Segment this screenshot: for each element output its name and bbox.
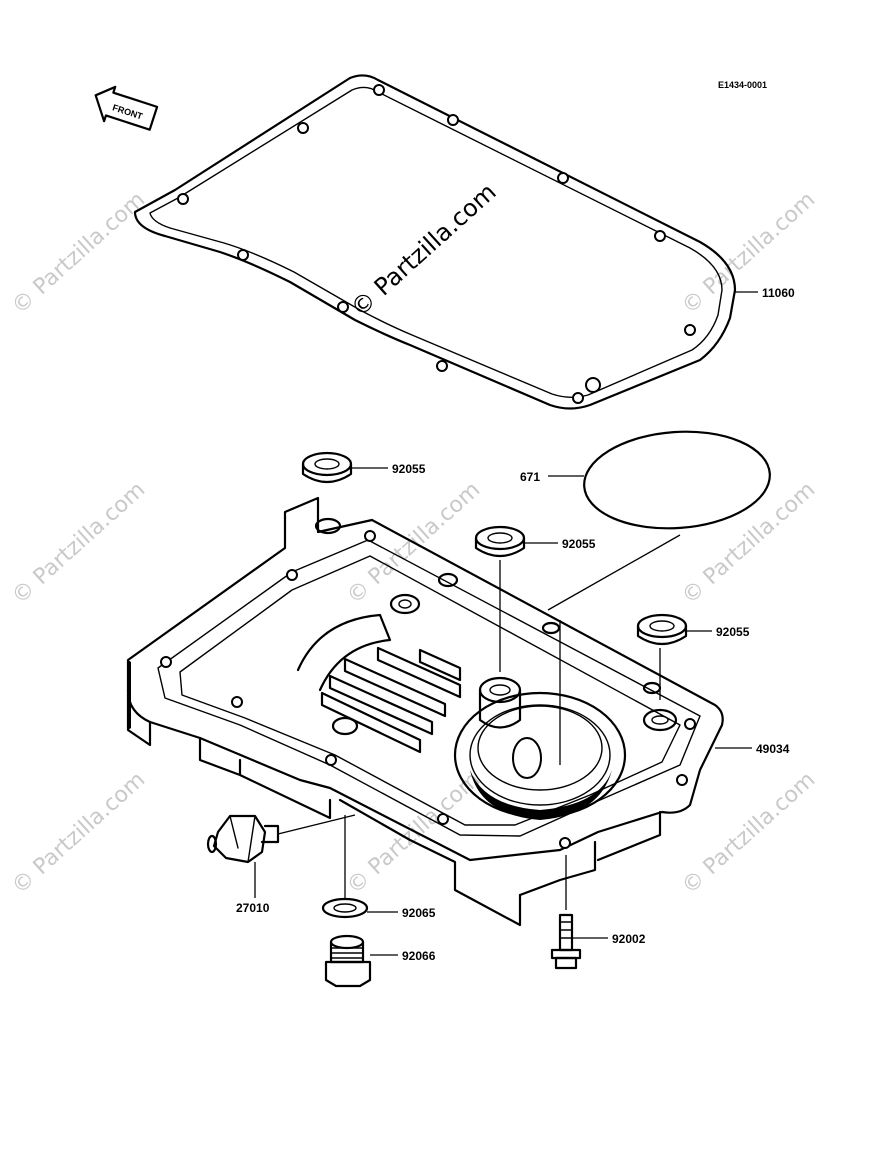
label-92002: 92002: [612, 932, 646, 946]
oil-pan: 49034: [126, 496, 790, 927]
drain-washer: 92065: [321, 815, 436, 920]
washer-middle: 92055: [474, 525, 596, 672]
watermark-center: © Partzilla.com: [345, 178, 501, 323]
washer-top-left: 92055: [301, 451, 426, 484]
label-92055-b: 92055: [562, 537, 596, 551]
label-92055-a: 92055: [392, 462, 426, 476]
label-92065: 92065: [402, 906, 436, 920]
label-11060: 11060: [762, 286, 795, 300]
watermark: © Partzilla.com: [342, 767, 485, 899]
label-27010: 27010: [236, 901, 270, 915]
label-49034: 49034: [756, 742, 790, 756]
watermark: © Partzilla.com: [677, 767, 820, 899]
o-ring: 671: [520, 430, 771, 611]
label-671: 671: [520, 470, 540, 484]
front-arrow-icon: FRONT: [94, 85, 159, 131]
watermark-layer: © Partzilla.com © Partzilla.com © Partzi…: [7, 178, 820, 900]
washer-right: 92055: [636, 613, 750, 700]
watermark: © Partzilla.com: [7, 187, 150, 319]
label-92055-c: 92055: [716, 625, 750, 639]
flange-bolt: 92002: [550, 855, 646, 970]
watermark: © Partzilla.com: [7, 477, 150, 609]
drain-plug: 92066: [324, 934, 436, 988]
oil-pressure-switch: 27010: [206, 814, 356, 915]
oil-pan-gasket: 11060: [133, 74, 795, 410]
watermark: © Partzilla.com: [677, 477, 820, 609]
label-92066: 92066: [402, 949, 436, 963]
watermark: © Partzilla.com: [7, 767, 150, 899]
diagram-code: E1434-0001: [718, 80, 767, 90]
